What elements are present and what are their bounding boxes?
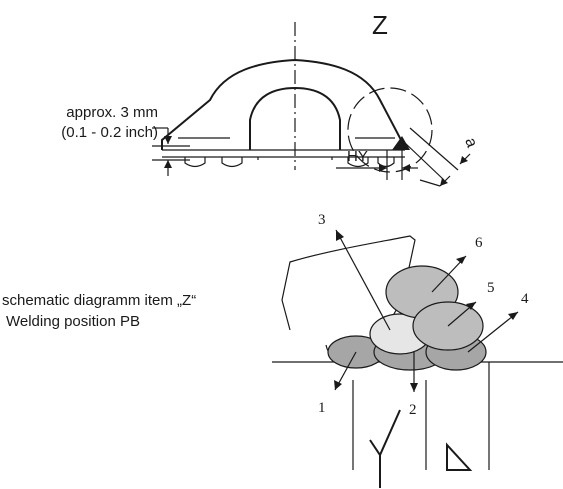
profile-outline xyxy=(161,58,406,151)
gap-label-line2: (0.1 - 0.2 inch) xyxy=(61,124,158,141)
arrow-pass-4 xyxy=(467,311,519,353)
pass-number-3: 3 xyxy=(318,212,326,228)
arrowhead-pass-1 xyxy=(334,380,342,390)
arrowhead-pass-3 xyxy=(336,230,344,241)
arrowhead-pass-6 xyxy=(456,256,466,264)
detail-z-letter: Z xyxy=(372,10,388,40)
bevel-weld-symbol xyxy=(369,409,401,488)
gap-label-line1: approx. 3 mm xyxy=(66,104,158,121)
pass-number-2: 2 xyxy=(409,402,417,418)
pass-arrows xyxy=(334,229,519,392)
fillet-weld-symbol xyxy=(446,442,473,471)
hy-label: HY xyxy=(347,148,368,165)
hy-dimension xyxy=(336,150,418,180)
weld-triangle xyxy=(392,136,410,150)
detail-z-circle xyxy=(347,87,433,173)
gap-dimension xyxy=(152,127,190,176)
pass-number-4: 4 xyxy=(521,291,529,307)
pass-number-1: 1 xyxy=(318,400,326,416)
throat-label: a xyxy=(461,136,480,150)
pass-number-6: 6 xyxy=(475,235,483,251)
profile-teeth xyxy=(184,157,395,168)
arrowhead-pass-2 xyxy=(410,383,418,392)
upright-plate xyxy=(281,235,416,339)
schematic-caption-line2: Welding position PB xyxy=(6,313,140,330)
pass-number-5: 5 xyxy=(487,280,495,296)
arrowhead-pass-4 xyxy=(508,312,518,320)
arrow-pass-3 xyxy=(335,229,391,331)
throat-dimension xyxy=(403,127,471,187)
schematic-caption-line1: schematic diagramm item „Z“ xyxy=(2,292,196,309)
profile-cross-section xyxy=(161,22,410,170)
weld-symbol-lines xyxy=(352,362,490,470)
arrowhead-pass-5 xyxy=(466,302,476,310)
